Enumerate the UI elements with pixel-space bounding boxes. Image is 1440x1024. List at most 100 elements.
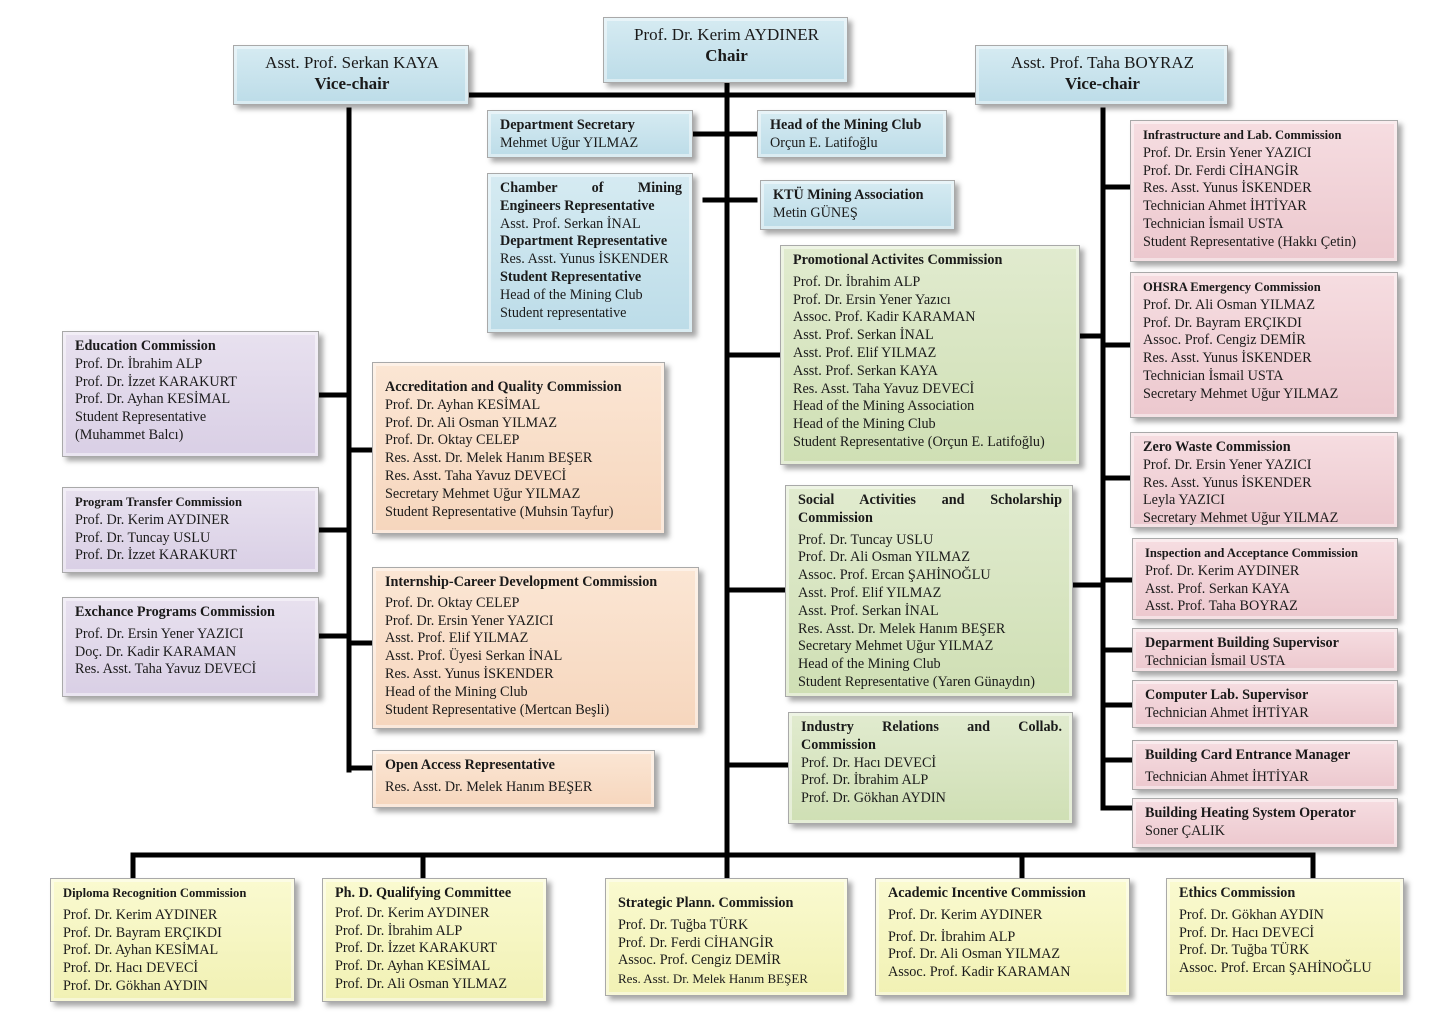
member: Prof. Dr. Ali Osman YILMAZ: [1143, 296, 1316, 313]
member: Mehmet Uğur YILMAZ: [500, 134, 639, 151]
member: Secretary Mehmet Uğur YILMAZ: [1143, 510, 1339, 527]
member: Res. Asst. Yunus İSKENDER: [1143, 350, 1312, 367]
box-title: Building Heating System Operator: [1145, 805, 1356, 821]
box-title: Open Access Representative: [385, 757, 555, 773]
box-title: Social Activities and Scholarship: [798, 492, 1062, 508]
box-title: Inspection and Acceptance Commission: [1145, 546, 1359, 560]
member: Prof. Dr. Ferdi CİHANGİR: [1143, 162, 1299, 179]
exchange-programs-commission-box: Exchance Programs Commission Prof. Dr. E…: [62, 597, 319, 697]
member: Asst. Prof. Serkan İNAL: [793, 327, 934, 344]
member: Asst. Prof. Serkan İNAL: [500, 215, 641, 232]
member: Prof. Dr. İbrahim ALP: [801, 772, 929, 789]
member: Leyla YAZICI: [1143, 492, 1225, 509]
member: Prof. Dr. Gökhan AYDIN: [801, 790, 946, 807]
box-title: Education Commission: [75, 338, 216, 354]
box-title: Ph. D. Qualifying Committee: [335, 885, 512, 901]
box-title: Computer Lab. Supervisor: [1145, 687, 1309, 703]
member: Prof. Dr. Tuncay USLU: [798, 531, 934, 548]
member: Student representative: [500, 304, 627, 321]
member: Prof. Dr. Ersin Yener YAZICI: [1143, 144, 1312, 161]
mining-club-box: Head of the Mining Club Orçun E. Latifoğ…: [757, 110, 947, 158]
member: Student Representative (Orçun E. Latifoğ…: [793, 433, 1045, 450]
open-access-representative-box: Open Access Representative Res. Asst. Dr…: [372, 750, 655, 808]
member: Student Representative: [75, 409, 207, 426]
member: Asst. Prof. Elif YILMAZ: [385, 630, 529, 647]
box-title: Building Card Entrance Manager: [1145, 747, 1351, 763]
member: Assoc. Prof. Ercan ŞAHİNOĞLU: [798, 567, 991, 584]
department-secretary-box: Department Secretary Mehmet Uğur YILMAZ: [487, 110, 693, 158]
vice-chair-left-box: Asst. Prof. Serkan KAYA Vice-chair: [233, 45, 469, 105]
member: Soner ÇALIK: [1145, 822, 1225, 839]
member: Head of the Mining Club: [793, 416, 936, 433]
member: Technician İsmail USTA: [1145, 652, 1286, 669]
box-title: Department Secretary: [500, 117, 635, 133]
box-title: Deparment Building Supervisor: [1145, 635, 1339, 651]
computer-lab-supervisor-box: Computer Lab. Supervisor Technician Ahme…: [1132, 680, 1398, 728]
vice-chair-left-role: Vice-chair: [314, 74, 390, 93]
member: Res. Asst. Yunus İSKENDER: [385, 665, 554, 682]
promotional-commission-box: Promotional Activites Commission Prof. D…: [780, 245, 1080, 465]
member: Res. Asst. Taha Yavuz DEVECİ: [385, 467, 567, 484]
member: Prof. Dr. İbrahim ALP: [335, 922, 463, 939]
member: Res. Asst. Yunus İSKENDER: [1143, 474, 1312, 491]
card-entrance-manager-box: Building Card Entrance Manager Technicia…: [1132, 740, 1398, 790]
chamber-representatives-box: Chamber of Mining Engineers Representati…: [487, 173, 693, 333]
box-title: KTÜ Mining Association: [773, 187, 924, 203]
box-title: Diploma Recognition Commission: [63, 886, 247, 900]
member: Head of the Mining Club: [385, 683, 528, 700]
member: Prof. Dr. İbrahim ALP: [793, 273, 921, 290]
vice-chair-left-name: Asst. Prof. Serkan KAYA: [265, 53, 439, 72]
member: Prof. Dr. İbrahim ALP: [75, 355, 203, 372]
member: Prof. Dr. Ali Osman YILMAZ: [385, 414, 558, 431]
member: Prof. Dr. Hacı DEVECİ: [63, 960, 199, 977]
member: Metin GÜNEŞ: [773, 204, 858, 221]
member: Asst. Prof. Elif YILMAZ: [793, 344, 937, 361]
member: Asst. Prof. Serkan KAYA: [1145, 580, 1290, 597]
chair-name: Prof. Dr. Kerim AYDINER: [634, 25, 819, 44]
member: Res. Asst. Yunus İSKENDER: [1143, 180, 1312, 197]
member: Prof. Dr. Ayhan KESİMAL: [385, 396, 541, 413]
vice-chair-right-role: Vice-chair: [1065, 74, 1140, 93]
member: Assoc. Prof. Kadir KARAMAN: [888, 964, 1071, 981]
member: Prof. Dr. Ali Osman YILMAZ: [888, 946, 1061, 963]
member: Prof. Dr. Hacı DEVECİ: [801, 754, 937, 771]
member: Asst. Prof. Üyesi Serkan İNAL: [385, 648, 563, 665]
chair-box: Prof. Dr. Kerim AYDINER Chair: [603, 17, 848, 83]
box-title-cont: Engineers Representative: [500, 197, 655, 214]
member: (Muhammet Balcı): [75, 426, 184, 443]
box-title: Infrastructure and Lab. Commission: [1143, 128, 1342, 142]
member: Technician Ahmet İHTİYAR: [1143, 198, 1307, 215]
inspection-commission-box: Inspection and Acceptance Commission Pro…: [1132, 538, 1398, 620]
strategic-planning-commission-box: Strategic Plann. Commission Prof. Dr. Tu…: [605, 878, 848, 996]
member: Asst. Prof. Serkan KAYA: [793, 362, 938, 379]
member: Head of the Mining Club: [500, 286, 643, 303]
box-title: Industry Relations and Collab.: [801, 719, 1062, 735]
academic-incentive-commission-box: Academic Incentive Commission Prof. Dr. …: [875, 878, 1130, 996]
member: Prof. Dr. Ayhan KESİMAL: [63, 942, 219, 959]
member: Prof. Dr. İzzet KARAKURT: [75, 373, 237, 390]
member: Student Representative (Mertcan Beşli): [385, 701, 610, 718]
member: Prof. Dr. Kerim AYDINER: [75, 511, 230, 528]
member: Prof. Dr. Ersin Yener Yazıcı: [793, 291, 951, 308]
chair-role: Chair: [705, 46, 748, 65]
member: Prof. Dr. Ersin Yener YAZICI: [1143, 456, 1312, 473]
box-title: Zero Waste Commission: [1143, 439, 1291, 455]
member: Res. Asst. Dr. Melek Hanım BEŞER: [618, 971, 808, 987]
education-commission-box: Education Commission Prof. Dr. İbrahim A…: [62, 331, 319, 457]
member: Prof. Dr. Bayram ERÇIKDI: [63, 924, 222, 941]
phd-qualifying-committee-box: Ph. D. Qualifying Committee Prof. Dr. Ke…: [322, 878, 547, 1002]
box-title-cont: Commission: [798, 509, 873, 526]
box-title: OHSRA Emergency Commission: [1143, 280, 1321, 294]
member: Prof. Dr. İzzet KARAKURT: [75, 547, 237, 564]
heating-operator-box: Building Heating System Operator Soner Ç…: [1132, 798, 1398, 848]
member: Assoc. Prof. Cengiz DEMİR: [1143, 332, 1306, 349]
member: Secretary Mehmet Uğur YILMAZ: [385, 485, 581, 502]
member: Prof. Dr. Kerim AYDINER: [63, 906, 218, 923]
box-title: Ethics Commission: [1179, 885, 1296, 901]
accreditation-commission-box: Accreditation and Quality Commission Pro…: [372, 362, 665, 534]
member: Head of the Mining Club: [798, 656, 941, 673]
vice-chair-right-box: Asst. Prof. Taha BOYRAZ Vice-chair: [975, 45, 1228, 105]
member: Res. Asst. Yunus İSKENDER: [500, 251, 669, 268]
member: Prof. Dr. Kerim AYDINER: [1145, 562, 1300, 579]
